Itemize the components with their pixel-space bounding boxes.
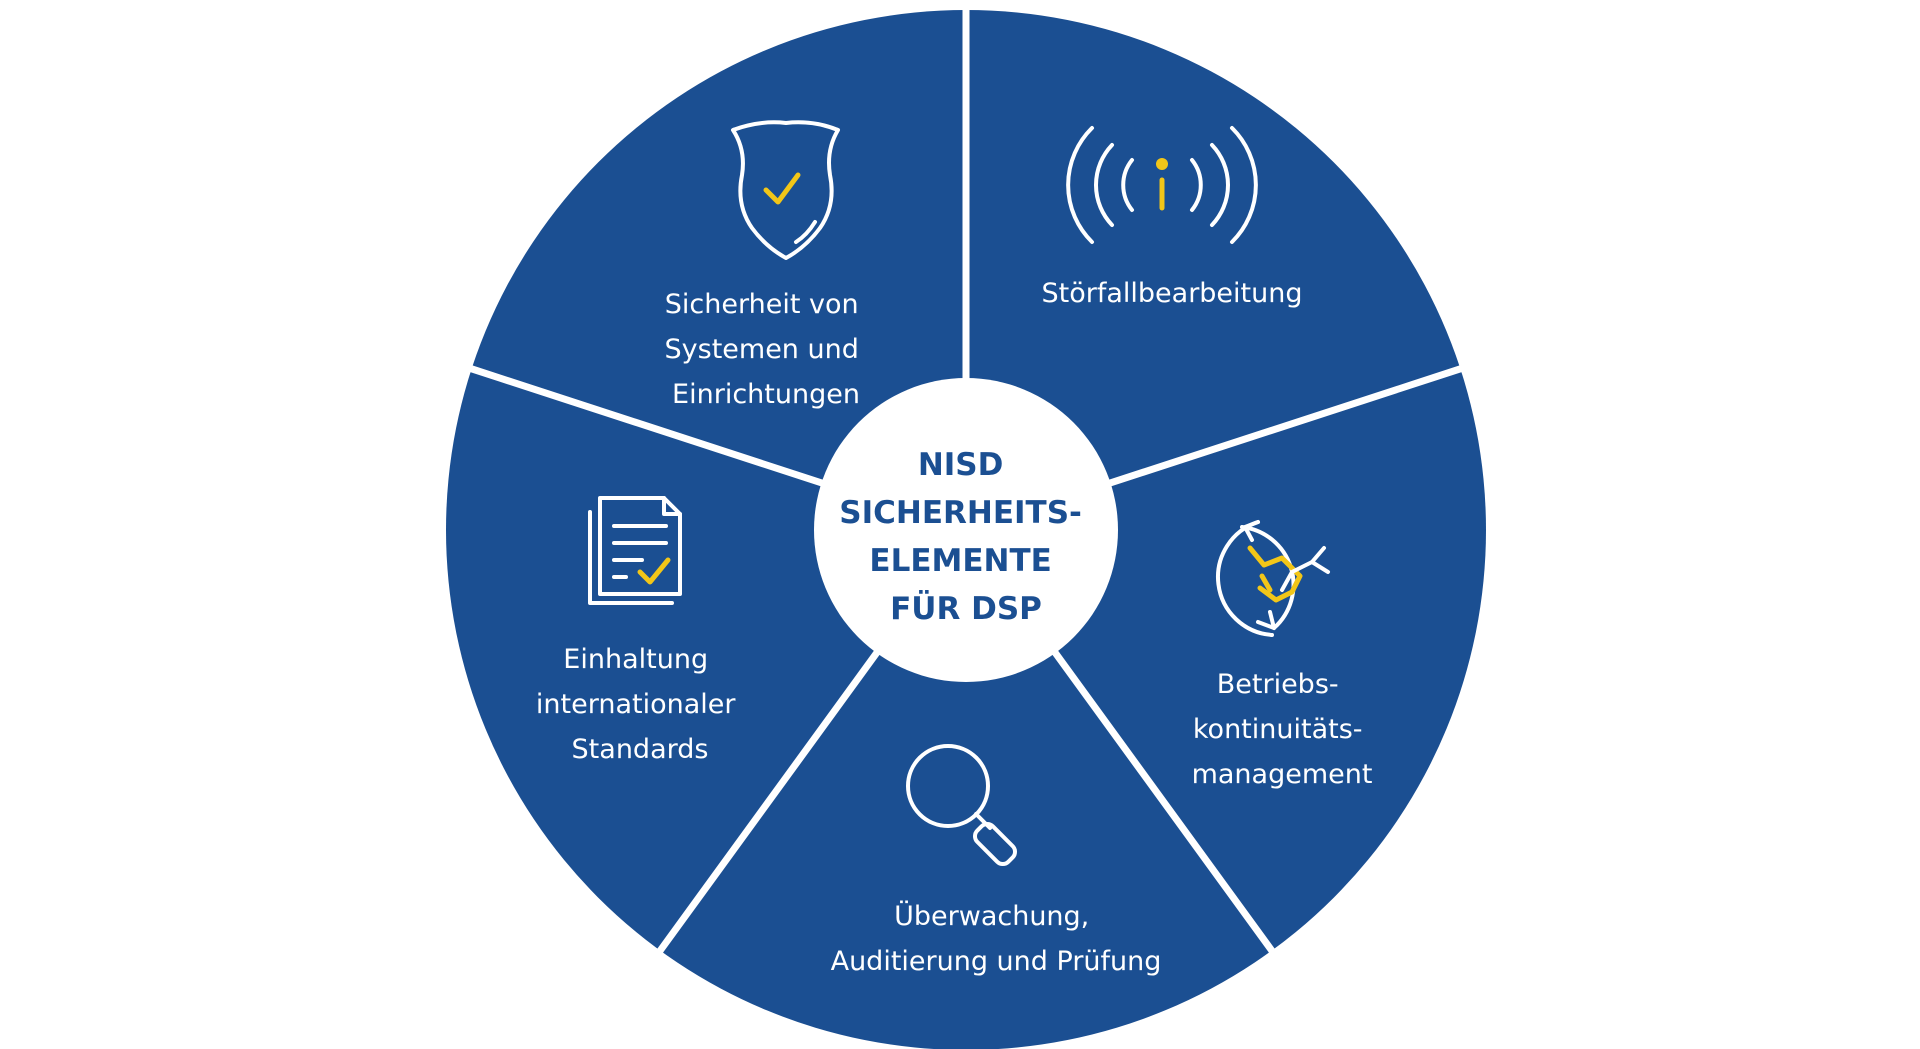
center-title-line: ELEMENTE: [869, 543, 1051, 579]
segment-label-line: Auditierung und Prüfung: [831, 946, 1162, 977]
center-circle: [814, 378, 1118, 682]
segment-label-line: Überwachung,: [894, 900, 1089, 932]
segment-incident: Störfallbearbeitung: [1042, 126, 1303, 309]
segment-label-line: management: [1192, 759, 1373, 790]
center-title-line: FÜR DSP: [890, 590, 1042, 627]
segment-security: Sicherheit von Systemen und Einrichtunge…: [665, 120, 868, 410]
segment-label-line: Sicherheit von: [665, 289, 859, 320]
segment-label-line: Betriebs-: [1217, 669, 1339, 700]
handshake-cycle-icon: [1216, 520, 1330, 637]
segment-label: Betriebs- kontinuitäts- management: [1192, 669, 1373, 790]
magnifier-icon: [906, 744, 1018, 867]
segment-continuity: Betriebs- kontinuitäts- management: [1192, 520, 1373, 790]
center-title-line: SICHERHEITS-: [839, 495, 1082, 531]
segment-label-line: Systemen und: [665, 334, 859, 365]
segment-label-line: kontinuitäts-: [1193, 714, 1363, 745]
segment-label: Überwachung, Auditierung und Prüfung: [831, 900, 1162, 977]
segment-label: Störfallbearbeitung: [1042, 278, 1303, 309]
segment-label-line: Einrichtungen: [672, 379, 860, 410]
shield-check-icon: [731, 120, 840, 260]
segment-label-line: Störfallbearbeitung: [1042, 278, 1303, 309]
segment-standards: Einhaltung internationaler Standards: [536, 496, 744, 765]
segment-dividers: [464, 5, 1468, 958]
segment-label-line: Einhaltung: [563, 644, 708, 675]
segment-monitoring: Überwachung, Auditierung und Prüfung: [831, 744, 1162, 977]
segment-label-line: internationaler: [536, 689, 736, 720]
signal-info-icon: [1066, 126, 1258, 244]
center-title: NISD SICHERHEITS- ELEMENTE FÜR DSP: [839, 447, 1092, 627]
segment-label-line: Standards: [572, 734, 709, 765]
segment-label: Einhaltung internationaler Standards: [536, 644, 744, 765]
document-check-icon: [588, 496, 682, 605]
center-title-line: NISD: [918, 447, 1004, 483]
segment-label: Sicherheit von Systemen und Einrichtunge…: [665, 289, 868, 410]
